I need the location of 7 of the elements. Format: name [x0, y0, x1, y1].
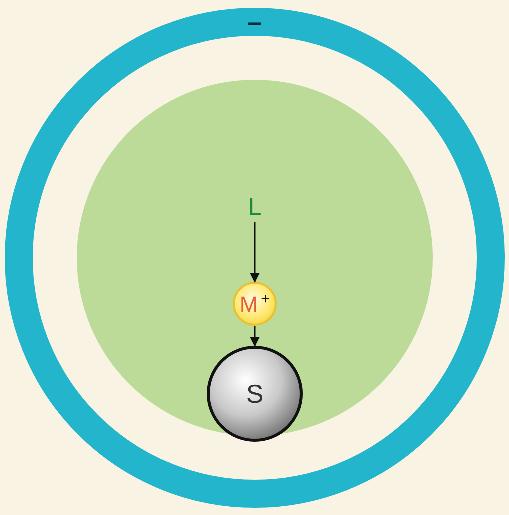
ion-sphere — [233, 282, 277, 326]
sphere-label: S — [246, 381, 264, 407]
arrow — [250, 222, 260, 283]
charge-label: – — [248, 9, 262, 35]
ion-label: M$^{+}$ — [240, 292, 270, 316]
arrow — [250, 326, 260, 347]
ligand-label: L — [248, 196, 262, 220]
